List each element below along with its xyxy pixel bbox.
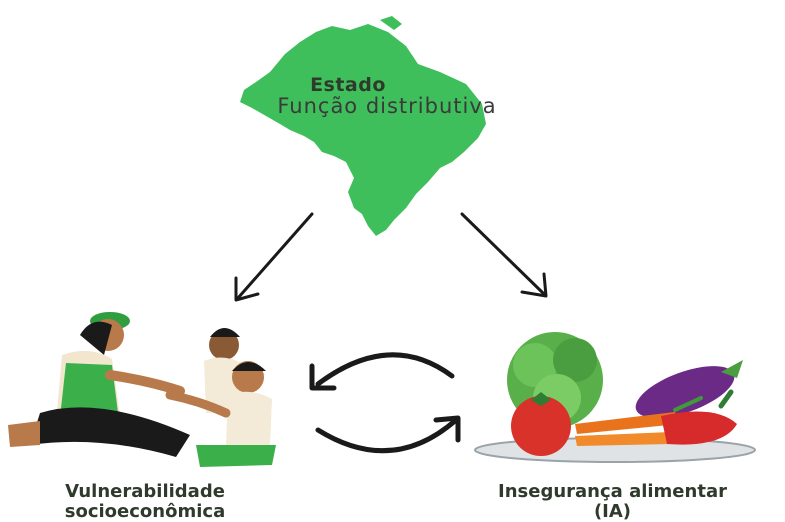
- label-vulnerabilidade-line2: socioeconômica: [64, 501, 226, 522]
- label-inseguranca: Insegurança alimentar (IA): [440, 482, 785, 522]
- label-vulnerabilidade: Vulnerabilidade socioeconômica: [0, 482, 290, 522]
- map-subtitle: Função distributiva: [277, 94, 497, 118]
- vegetables-plate-icon: [474, 332, 756, 463]
- label-inseguranca-line2: (IA): [593, 501, 632, 522]
- label-inseguranca-line1: Insegurança alimentar: [498, 481, 727, 502]
- map-title: Estado: [310, 74, 386, 96]
- brazil-map-icon: [240, 16, 486, 236]
- label-vulnerabilidade-line1: Vulnerabilidade: [65, 481, 225, 502]
- family-illustration-icon: [8, 312, 276, 467]
